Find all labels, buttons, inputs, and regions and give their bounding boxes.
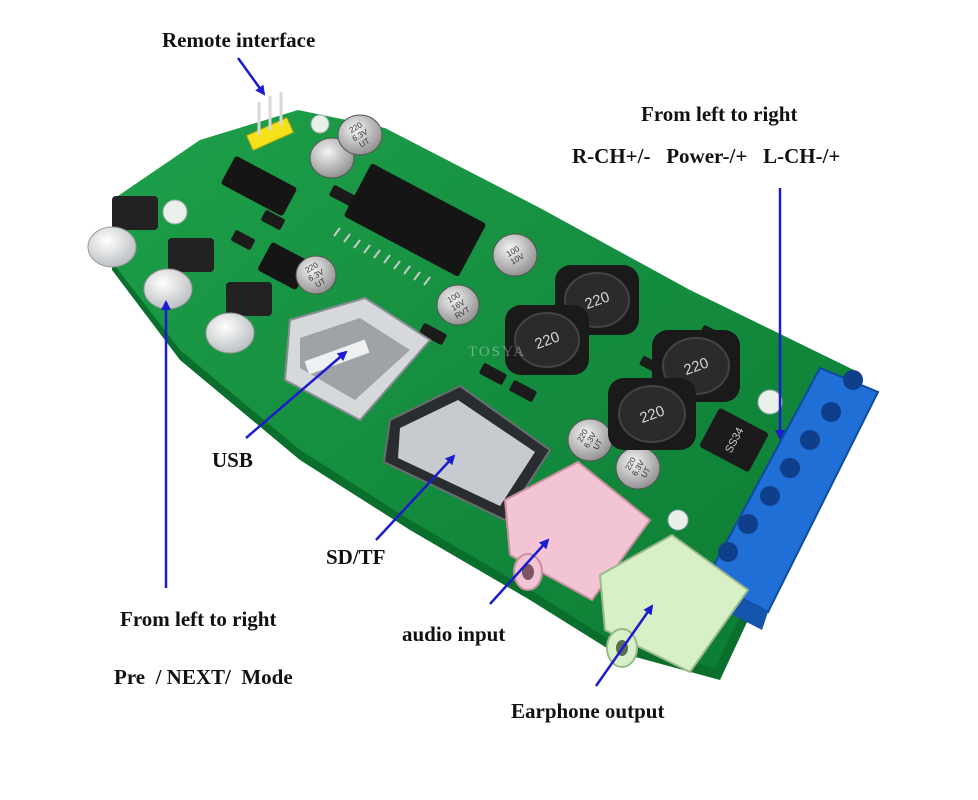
- arrow-sd-tf: [375, 454, 456, 541]
- capacitor-220uf-top: [309, 114, 383, 179]
- amplifier-ic: [333, 164, 486, 286]
- button-pre: [87, 196, 158, 268]
- usb-label: USB: [212, 448, 253, 472]
- diode-ss34: [700, 408, 768, 472]
- earphone-output-label: Earphone output: [511, 699, 665, 723]
- arrow-usb: [245, 350, 348, 439]
- capacitors: [295, 114, 661, 490]
- capacitor-220uf-mid: [295, 255, 337, 295]
- arrow-remote-interface: [236, 57, 266, 96]
- inductor-2: [505, 305, 589, 375]
- audio-input-label: audio input: [402, 622, 506, 646]
- sd-tf-label: SD/TF: [326, 545, 386, 569]
- annotation-arrows: [161, 57, 785, 687]
- arrow-audio-input: [489, 538, 550, 605]
- usb-port: [283, 296, 432, 422]
- capacitor-100uf-16v: [436, 284, 480, 326]
- inductor-4: [608, 378, 696, 450]
- button-mode: [205, 282, 272, 354]
- inductors: [505, 265, 740, 450]
- remote-interface-header: [245, 92, 295, 151]
- button-next: [143, 238, 214, 310]
- capacitor-220uf-lower: [567, 418, 661, 490]
- cap-1-marking: 2206.3VUT: [346, 119, 374, 151]
- watermark: TOSYA: [468, 344, 527, 360]
- button-functions-label: Pre / NEXT/ Mode: [114, 665, 293, 689]
- sd-card-slot: [382, 384, 552, 522]
- tactile-buttons: [87, 196, 272, 354]
- cap-5-marking: 2206.3VUT: [575, 426, 607, 454]
- terminal-heading-label: From left to right: [641, 102, 798, 126]
- remote-interface-label: Remote interface: [162, 28, 316, 52]
- terminal-channels-label: R-CH+/- Power-/+ L-CH-/+: [572, 144, 841, 168]
- buttons-heading-label: From left to right: [120, 607, 277, 631]
- arrow-earphone-output: [594, 604, 654, 687]
- audio-input-jack: [503, 460, 652, 602]
- capacitor-100uf-10v: [492, 233, 538, 277]
